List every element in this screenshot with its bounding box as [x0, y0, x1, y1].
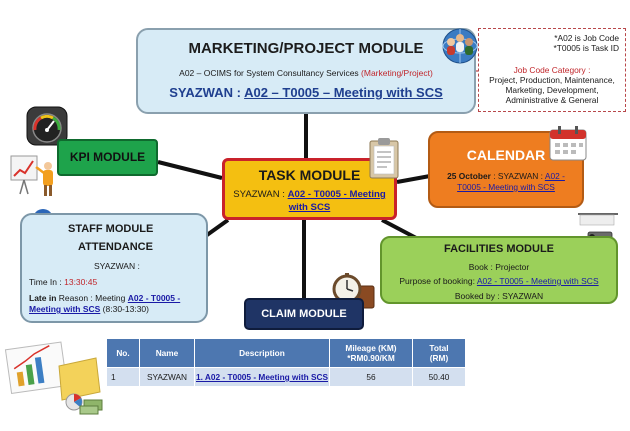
- facilities-link[interactable]: A02 - T0005 - Meeting with SCS: [476, 276, 599, 286]
- header-total-unit: (RM): [429, 353, 449, 363]
- calendar-title: CALENDAR: [466, 147, 546, 163]
- calendar-entry: 25 October : SYAZWAN : A02 - T0005 - Mee…: [436, 171, 576, 193]
- row-mileage: 56: [329, 367, 413, 387]
- row-description: 1. A02 - T0005 - Meeting with SCS: [194, 367, 330, 387]
- kpi-module-label: KPI MODULE: [69, 150, 146, 164]
- header-mileage: Mileage (KM)*RM0.90/KM: [329, 338, 413, 368]
- claim-table: No. Name Description Mileage (KM)*RM0.90…: [106, 338, 466, 387]
- connector-kpi: [157, 160, 223, 180]
- row-name: SYAZWAN: [139, 367, 195, 387]
- people-globe-icon: [442, 28, 478, 64]
- staff-time-in: Time In : 13:30:45: [29, 277, 97, 287]
- facilities-book: Book : Projector: [468, 262, 530, 272]
- task-module-box: TASK MODULE SYAZWAN : A02 - T0005 - Meet…: [222, 158, 397, 220]
- connector-calendar: [396, 174, 431, 184]
- staff-subtitle: ATTENDANCE: [78, 241, 153, 253]
- calendar-user: : SYAZWAN :: [490, 171, 545, 181]
- job-code-category-title: Job Code Category :: [513, 65, 591, 75]
- presenter-chart-icon: [10, 155, 53, 196]
- marketing-subtitle: A02 – OCIMS for System Consultancy Servi…: [138, 68, 474, 78]
- reason-text: Reason : Meeting: [56, 293, 128, 303]
- facilities-booked-by: Booked by : SYAZWAN: [454, 291, 544, 301]
- header-name: Name: [139, 338, 195, 368]
- table-row: 1 SYAZWAN 1. A02 - T0005 - Meeting with …: [106, 367, 466, 387]
- finance-documents-icon: [4, 341, 103, 415]
- marketing-subtitle-tag: (Marketing/Project): [361, 68, 433, 78]
- clipboard-icon: [369, 138, 399, 179]
- task-user: SYAZWAN :: [233, 189, 288, 200]
- facilities-purpose: Purpose of booking: A02 - T0005 - Meetin…: [382, 276, 616, 286]
- row-description-link[interactable]: 1. A02 - T0005 - Meeting with SCS: [196, 372, 329, 382]
- facilities-title: FACILITIES MODULE: [444, 243, 554, 255]
- staff-module-box: STAFF MODULE ATTENDANCE SYAZWAN : Time I…: [20, 213, 208, 323]
- calendar-link[interactable]: A02 - T0005 - Meeting with SCS: [457, 171, 565, 192]
- marketing-job-user: SYAZWAN :: [169, 85, 245, 100]
- staff-link[interactable]: A02 - T0005 - Meeting with SCS: [29, 293, 181, 314]
- claim-module-label: CLAIM MODULE: [261, 308, 347, 320]
- header-mileage-rate: *RM0.90/KM: [347, 353, 395, 363]
- header-mileage-label: Mileage (KM): [345, 343, 397, 353]
- marketing-subtitle-text: A02 – OCIMS for System Consultancy Servi…: [179, 68, 362, 78]
- staff-late-reason: Late in Reason : Meeting A02 - T0005 - M…: [29, 293, 207, 315]
- gauge-icon: [26, 106, 68, 146]
- late-label: Late in: [29, 293, 57, 303]
- marketing-module-box: MARKETING/PROJECT MODULE A02 – OCIMS for…: [136, 28, 476, 114]
- time-in-value: 13:30:45: [64, 277, 98, 287]
- facilities-module-box: FACILITIES MODULE Book : Projector Purpo…: [380, 236, 618, 304]
- claim-module-box[interactable]: CLAIM MODULE: [244, 298, 364, 330]
- row-total: 50.40: [412, 367, 466, 387]
- claim-table-header-row: No. Name Description Mileage (KM)*RM0.90…: [106, 338, 466, 368]
- header-total: Total(RM): [412, 338, 466, 368]
- marketing-job-link[interactable]: A02 – T0005 – Meeting with SCS: [244, 85, 443, 100]
- task-title: TASK MODULE: [258, 167, 361, 183]
- task-detail: SYAZWAN : A02 - T0005 - Meeting with SCS: [225, 188, 394, 214]
- header-no: No.: [106, 338, 140, 368]
- job-code-notes: *A02 is Job Code *T0005 is Task ID Job C…: [478, 28, 626, 112]
- header-total-label: Total: [429, 343, 449, 353]
- kpi-module-box[interactable]: KPI MODULE: [57, 139, 158, 176]
- purpose-label: Purpose of booking:: [399, 276, 477, 286]
- task-link[interactable]: A02 - T0005 - Meeting with SCS: [287, 189, 386, 213]
- staff-time-range: (8:30-13:30): [100, 304, 149, 314]
- task-id-note: *T0005 is Task ID: [553, 43, 619, 53]
- time-in-label: Time In :: [29, 277, 65, 287]
- job-code-category-list: Project, Production, Maintenance, Market…: [489, 75, 615, 105]
- marketing-job: SYAZWAN : A02 – T0005 – Meeting with SCS: [138, 85, 474, 100]
- row-no: 1: [106, 367, 140, 387]
- marketing-title: MARKETING/PROJECT MODULE: [188, 40, 424, 57]
- calendar-icon: [549, 126, 587, 161]
- calendar-date: 25 October: [447, 171, 491, 181]
- staff-title: STAFF MODULE: [68, 223, 154, 235]
- staff-user: SYAZWAN :: [94, 261, 140, 271]
- job-code-note: *A02 is Job Code: [554, 33, 619, 43]
- header-description: Description: [194, 338, 330, 368]
